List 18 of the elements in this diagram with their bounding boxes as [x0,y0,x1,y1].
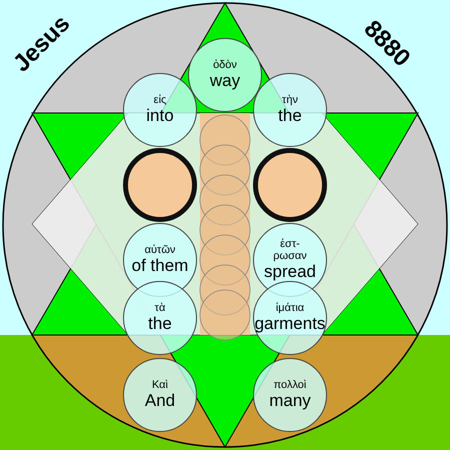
english-word: the [278,106,302,126]
greek-word: ἱμάτια [274,302,306,314]
english-word: many [269,391,311,411]
english-word: garments [254,314,326,334]
greek-word: εἰς [152,94,168,106]
english-word: spread [264,262,316,282]
greek-word: ἐστ- ρωσαν [272,238,308,262]
greek-word: ὁδὸν [212,59,238,71]
english-word: into [146,106,174,126]
greek-word: τὴν [281,94,299,106]
greek-word: αὐτῶν [144,244,176,256]
english-word: And [144,391,176,411]
english-word: way [210,71,240,91]
greek-word: πολλοὶ [272,379,308,391]
english-word: the [148,314,172,334]
greek-word: Καὶ [150,379,169,391]
greek-word: τὰ [154,302,166,314]
english-word: of them [132,256,188,276]
